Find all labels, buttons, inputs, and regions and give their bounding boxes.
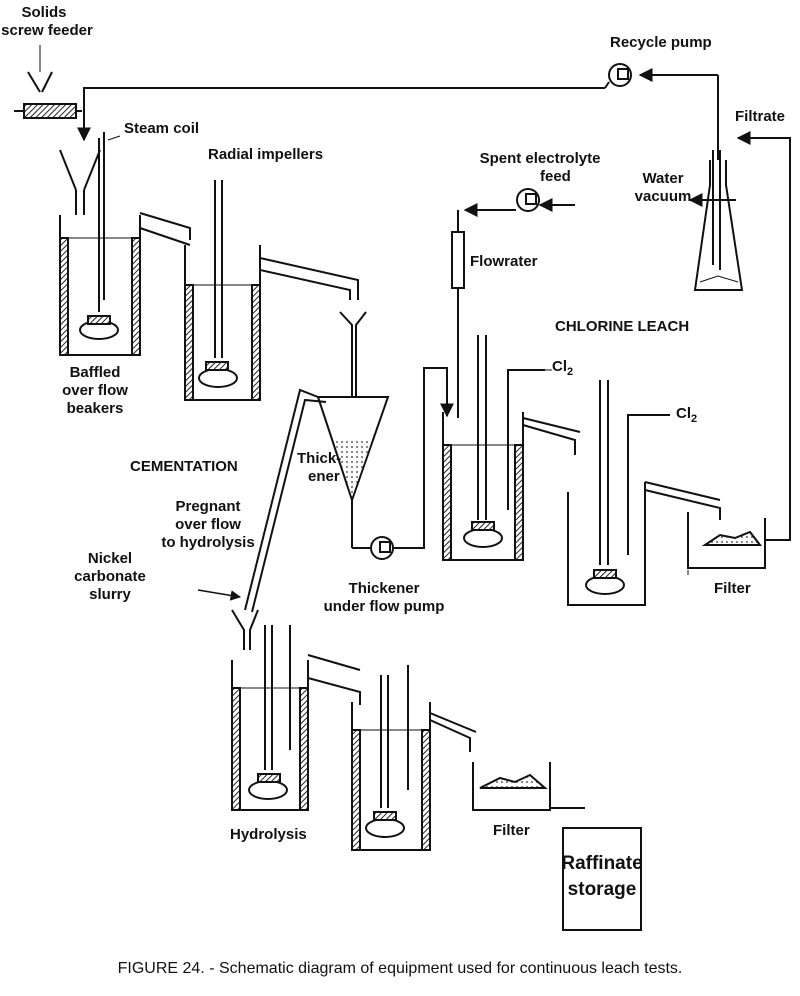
hydrolysis-beaker-2: [351, 665, 477, 851]
raffinate-storage-box: [562, 827, 642, 931]
label-raffinate: Raffinate: [561, 853, 643, 874]
hydrolysis-beaker-1: [231, 609, 361, 811]
label-slurry: slurry: [89, 586, 131, 603]
beaker-2: [184, 180, 359, 401]
label-carbonate: carbonate: [74, 568, 146, 585]
label-recycle-pump: Recycle pump: [610, 34, 712, 51]
figure-caption: FIGURE 24. - Schematic diagram of equipm…: [117, 960, 683, 977]
label-thickener-1: Thick-: [297, 450, 342, 467]
filter-right: [687, 131, 791, 575]
recycle-pump: [604, 63, 632, 89]
label-steam-coil: Steam coil: [124, 120, 200, 137]
label-baffled: Baffled: [69, 364, 121, 381]
label-screw-feeder: screw feeder: [1, 22, 93, 39]
vacuum-flask: [688, 138, 791, 320]
recycle-line: [77, 68, 719, 160]
label-filter-right: Filter: [714, 580, 751, 597]
label-chlorine-leach: CHLORINE LEACH: [555, 318, 690, 335]
label-feed: feed: [540, 168, 571, 185]
label-filter-bottom: Filter: [493, 822, 530, 839]
label-vacuum: vacuum: [634, 188, 692, 205]
label-thickener-pump-2: under flow pump: [323, 598, 445, 615]
label-filtrate: Filtrate: [735, 108, 786, 125]
label-cl2-1: Cl2: [552, 358, 574, 378]
label-over-flow: over flow: [62, 382, 128, 399]
label-pregnant: Pregnant: [175, 498, 241, 515]
label-spent-electrolyte: Spent electrolyte: [479, 150, 601, 167]
thickener-underflow-pump: [370, 367, 454, 560]
label-thickener-2: ener: [308, 468, 340, 485]
label-to-hydrolysis: to hydrolysis: [161, 534, 255, 551]
label-thickener-pump-1: Thickener: [348, 580, 420, 597]
filter-bottom: [472, 762, 585, 811]
label-over-flow-2: over flow: [175, 516, 241, 533]
label-water: Water: [642, 170, 684, 187]
label-cementation: CEMENTATION: [130, 458, 238, 475]
label-storage: storage: [567, 879, 637, 900]
chlorine-beaker-2: [567, 380, 721, 606]
label-hydrolysis: Hydrolysis: [230, 826, 307, 843]
screw-feeder: [14, 45, 82, 119]
label-radial-impellers: Radial impellers: [208, 146, 324, 163]
label-nickel: Nickel: [87, 550, 133, 567]
label-cl2-2: Cl2: [676, 405, 698, 425]
label-beakers: beakers: [66, 400, 124, 417]
label-solids: Solids: [21, 4, 67, 21]
label-flowrater: Flowrater: [470, 253, 538, 270]
chlorine-beaker-1: [442, 335, 581, 561]
spent-electrolyte-line: [451, 188, 575, 418]
beaker-1: [59, 132, 191, 356]
thickener: [244, 311, 390, 613]
